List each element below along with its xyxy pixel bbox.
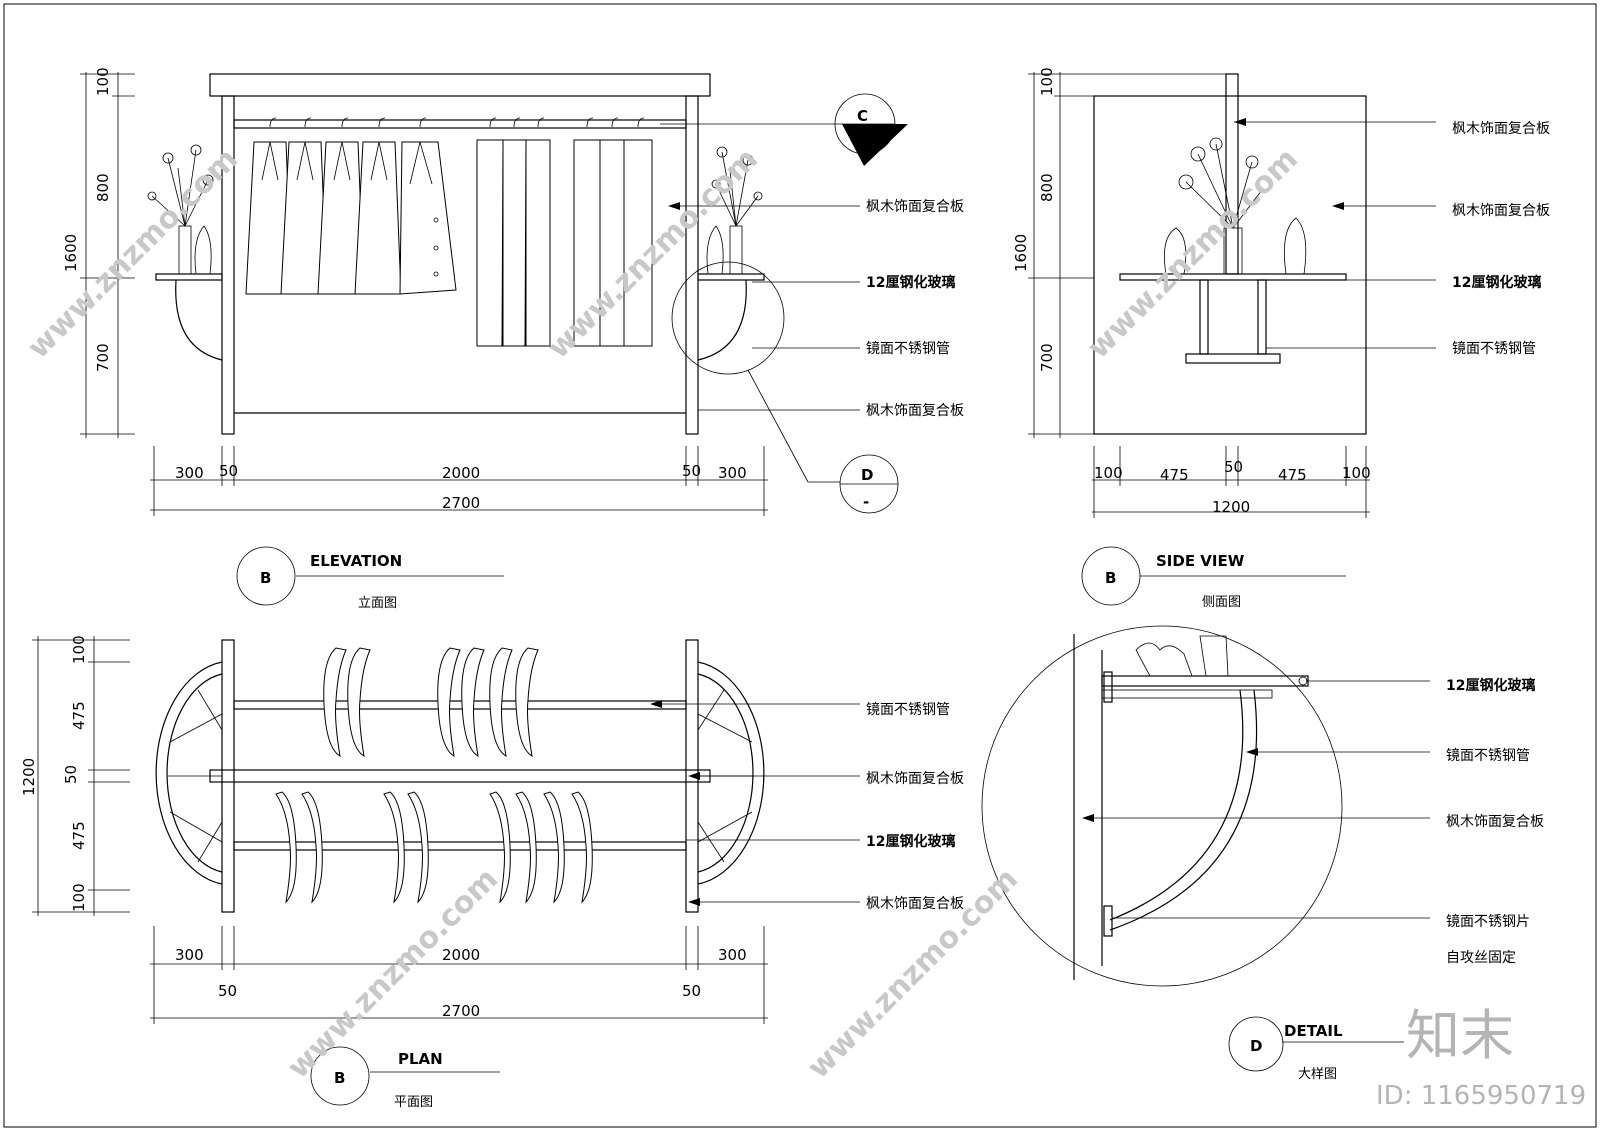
elev-dim-v-1600: 1600 [62, 234, 80, 272]
side-dim-h-100b: 100 [1342, 464, 1371, 482]
watermark-site-3: www.znzmo.com [1081, 142, 1305, 366]
detail-label-steel-tube: 镜面不锈钢管 [1446, 748, 1530, 764]
elevation-view [80, 72, 908, 606]
side-view [1028, 72, 1436, 606]
plan-dim-v-100a: 100 [70, 635, 88, 664]
side-dim-h-475a: 475 [1160, 466, 1189, 484]
plan-dim-h-300a: 300 [175, 946, 204, 964]
detail-tag-d-dash: - [863, 493, 869, 511]
plan-dim-h-2700: 2700 [442, 1002, 480, 1020]
side-title-tag: B [1105, 569, 1116, 587]
plan-dim-v-100b: 100 [70, 883, 88, 912]
elev-label-maple-2: 枫木饰面复合板 [866, 402, 964, 419]
side-dim-v-700: 700 [1038, 343, 1056, 372]
elev-dim-h-50b: 50 [682, 462, 701, 480]
side-dim-h-50: 50 [1224, 458, 1243, 476]
plan-label-glass: 12厘钢化玻璃 [866, 833, 955, 850]
detail-label-glass: 12厘钢化玻璃 [1446, 677, 1535, 694]
section-tag-c: C [857, 107, 868, 125]
elev-label-maple-1: 枫木饰面复合板 [866, 198, 964, 215]
elev-dim-v-100: 100 [94, 67, 112, 96]
plan-label-maple-1: 枫木饰面复合板 [866, 770, 964, 787]
plan-label-maple-2: 枫木饰面复合板 [866, 895, 964, 912]
side-dim-h-1200: 1200 [1212, 498, 1250, 516]
plan-dim-v-1200: 1200 [20, 758, 38, 796]
elev-subtitle: 立面图 [358, 596, 397, 611]
side-dim-v-800: 800 [1038, 173, 1056, 202]
plan-title-tag: B [334, 1069, 345, 1087]
elev-label-glass: 12厘钢化玻璃 [866, 274, 955, 291]
detail-label-steel-plate: 镜面不锈钢片 [1446, 914, 1530, 930]
elev-dim-v-700: 700 [94, 343, 112, 372]
elev-title: ELEVATION [310, 552, 402, 570]
elev-dim-v-800: 800 [94, 173, 112, 202]
elev-title-tag: B [260, 569, 271, 587]
side-title: SIDE VIEW [1156, 552, 1245, 570]
jacket-group [245, 117, 457, 295]
plan-subtitle: 平面图 [394, 1095, 433, 1110]
watermark-id: ID: 1165950719 [1376, 1081, 1586, 1111]
hanger-group-bottom [275, 791, 593, 904]
plan-dim-v-50: 50 [62, 765, 80, 784]
elev-dim-h-300a: 300 [175, 464, 204, 482]
side-dim-h-100a: 100 [1094, 464, 1123, 482]
elev-label-steel-tube: 镜面不锈钢管 [866, 341, 950, 357]
side-dim-v-100: 100 [1038, 67, 1056, 96]
plan-title: PLAN [398, 1050, 443, 1068]
plan-dim-h-50a: 50 [218, 982, 237, 1000]
hanger-group-top [323, 647, 539, 757]
side-label-glass: 12厘钢化玻璃 [1452, 274, 1541, 291]
side-dim-v-1600: 1600 [1012, 234, 1030, 272]
plan-dim-h-50b: 50 [682, 982, 701, 1000]
plan-dim-h-300b: 300 [718, 946, 747, 964]
side-dim-h-475b: 475 [1278, 466, 1307, 484]
plan-view [32, 636, 860, 1106]
elev-dim-h-2700: 2700 [442, 494, 480, 512]
detail-label-maple: 枫木饰面复合板 [1446, 813, 1544, 830]
elev-dim-h-2000: 2000 [442, 464, 480, 482]
side-label-maple-1: 枫木饰面复合板 [1452, 120, 1550, 137]
side-subtitle: 侧面图 [1202, 595, 1241, 610]
elev-dim-h-50a: 50 [219, 462, 238, 480]
section-tag-c-dash: - [859, 136, 865, 154]
detail-subtitle: 大样图 [1298, 1067, 1337, 1082]
plan-dim-v-475b: 475 [70, 821, 88, 850]
trouser-group [476, 117, 653, 347]
detail-title: DETAIL [1284, 1022, 1343, 1040]
detail-tag-d: D [861, 466, 873, 484]
side-label-steel-tube: 镜面不锈钢管 [1452, 341, 1536, 357]
watermark-logo: 知末 [1406, 1004, 1514, 1067]
sheet-border [3, 3, 1597, 1128]
detail-title-tag: D [1250, 1037, 1262, 1055]
plan-label-steel-tube: 镜面不锈钢管 [866, 702, 950, 718]
detail-view [981, 625, 1430, 1072]
elev-dim-h-300b: 300 [718, 464, 747, 482]
detail-label-self-tap: 自攻丝固定 [1446, 950, 1516, 966]
plan-dim-v-475a: 475 [70, 701, 88, 730]
plan-dim-h-2000: 2000 [442, 946, 480, 964]
side-label-maple-2: 枫木饰面复合板 [1452, 202, 1550, 219]
